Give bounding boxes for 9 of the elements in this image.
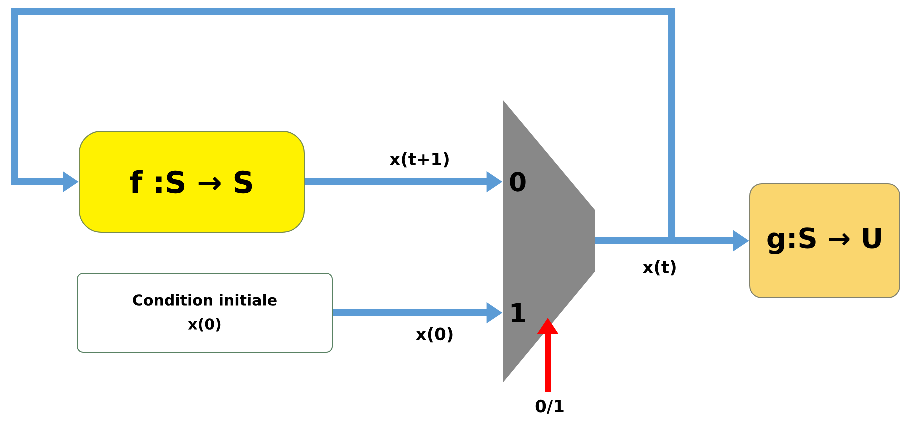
- edge-label: x(0): [416, 327, 453, 343]
- output-box: g:S → U: [750, 184, 900, 298]
- multiplexer-trapezoid: 0 1: [503, 100, 595, 383]
- function-box: f :S → S: [79, 131, 305, 233]
- edge-label: 0/1: [536, 400, 564, 414]
- edge-label: x(t+1): [390, 152, 449, 168]
- arrow: [12, 8, 676, 244]
- initial-condition-box: Condition initiale x(0): [77, 273, 333, 353]
- edge-label: x(t): [642, 260, 676, 276]
